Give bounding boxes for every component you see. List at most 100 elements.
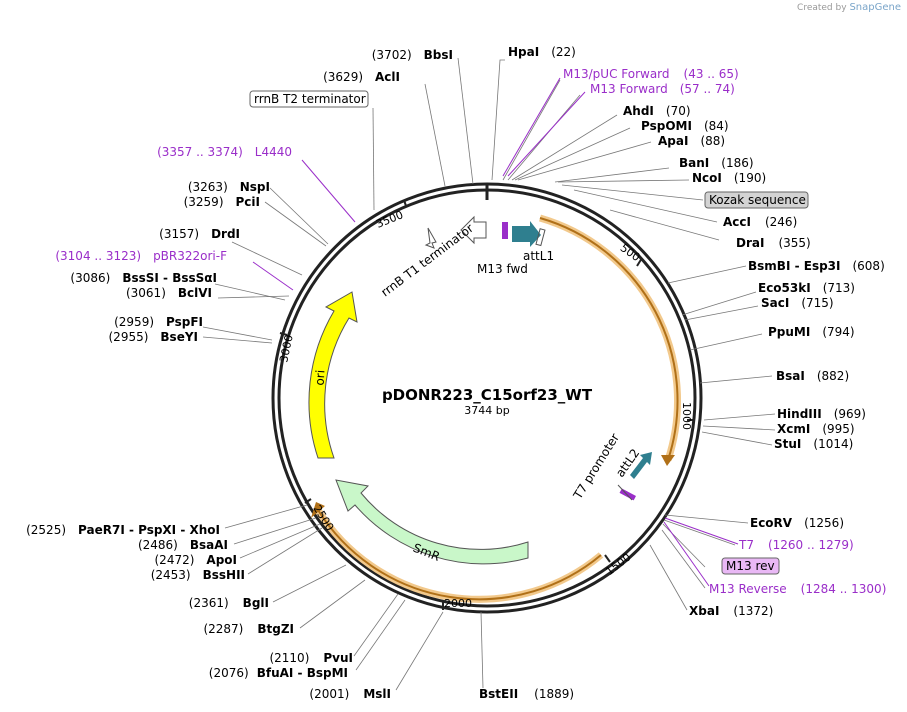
site-pos: (3702): [372, 48, 412, 62]
site-bfuai: (2076)BfuAI - BspMI: [209, 666, 348, 680]
site-pos: (995): [822, 422, 854, 436]
site-pos: (1260 .. 1279): [768, 538, 854, 552]
site-name: BfuAI - BspMI: [257, 666, 348, 680]
site-t7: T7(1260 .. 1279): [738, 538, 854, 552]
site-name: DrdI: [211, 227, 240, 241]
site-pos: (3104 .. 3123): [55, 249, 141, 263]
m13-rev-box: [721, 557, 780, 575]
site-name: BbsI: [424, 48, 453, 62]
site-pos: (3263): [188, 180, 228, 194]
site-pos: (3157): [159, 227, 199, 241]
site-pos: (2486): [138, 538, 178, 552]
site-btgzi: (2287)BtgZI: [203, 622, 294, 636]
site-name: NcoI: [692, 171, 722, 185]
site-ppumi: PpuMI(794): [768, 325, 855, 339]
tick-2500: 2500: [310, 503, 336, 534]
attl1-arrow: [512, 221, 541, 247]
site-name: MslI: [363, 687, 391, 701]
site-name: BclVI: [178, 286, 212, 300]
site-name: Eco53kI: [758, 281, 811, 295]
attl2-arrow: [630, 452, 652, 479]
site-stui: StuI (1014): [774, 437, 853, 451]
m13-fwd-marker: [502, 222, 508, 239]
rrnb-t2-box: [249, 90, 369, 108]
site-name: AclI: [375, 70, 400, 84]
site-bclvi: (3061) BclVI: [126, 286, 212, 300]
site-pos: (3629): [323, 70, 363, 84]
site-pbr322ori-f: (3104 .. 3123)pBR322ori-F: [55, 249, 227, 263]
site-pos: (2110): [269, 651, 309, 665]
site-bbsi: (3702) BbsI: [372, 48, 453, 62]
site-nspi: (3263) NspI: [188, 180, 270, 194]
site-pos: (3061): [126, 286, 166, 300]
site-name: BseYI: [160, 330, 198, 344]
site-pos: (3086): [70, 271, 110, 285]
site-ahdi: AhdI(70): [623, 104, 691, 118]
tick-1500: 1500: [603, 551, 633, 578]
site-pos: (84): [704, 119, 729, 133]
site-name: BglI: [243, 596, 269, 610]
site-pos: (1014): [813, 437, 853, 451]
site-pos: (355): [778, 236, 810, 250]
m13-fwd-label: M13 fwd: [477, 262, 528, 276]
site-name: PspOMI: [641, 119, 692, 133]
credit: Created by SnapGene: [797, 2, 901, 13]
site-pos: (882): [817, 369, 849, 383]
site-pos: (715): [801, 296, 833, 310]
site-name: SacI: [761, 296, 789, 310]
site-m13-forward: M13 Forward(57 .. 74): [590, 82, 735, 96]
tick-1000: 1000: [680, 402, 693, 430]
site-pos: (2472): [155, 553, 195, 567]
site-pos: (2361): [189, 596, 229, 610]
site-hpai: HpaI(22): [508, 45, 576, 59]
site-hindiii: HindIII(969): [777, 407, 866, 421]
site-name: PaeR7I - PspXI - XhoI: [78, 523, 220, 537]
site-name: ApaI: [658, 134, 688, 148]
site-ncoi: NcoI(190): [692, 171, 766, 185]
site-name: ApoI: [206, 553, 237, 567]
site-saci: SacI (715): [761, 296, 834, 310]
site-bani: BanI(186): [679, 156, 754, 170]
site-bsssi: (3086)BssSI - BssSαI: [70, 271, 217, 285]
site-name: M13/pUC Forward: [563, 67, 670, 81]
site-acli: (3629) AclI: [323, 70, 400, 84]
site-pos: (1372): [733, 604, 773, 618]
site-pos: (22): [551, 45, 576, 59]
site-m13-puc-forward: M13/pUC Forward (43 .. 65): [563, 67, 739, 81]
site-bseyi: (2955) BseYI: [109, 330, 199, 344]
site-pos: (88): [700, 134, 725, 148]
m13-rev-label: M13 rev: [726, 559, 775, 573]
attl2-label: attL2: [613, 446, 642, 480]
site-pos: (2525): [26, 523, 66, 537]
site-name: StuI: [774, 437, 801, 451]
site-xcmi: XcmI (995): [777, 422, 855, 436]
site-pos: (794): [822, 325, 854, 339]
site-name: XcmI: [777, 422, 810, 436]
rrnb-t1-label: rrnB T1 terminator: [378, 221, 476, 299]
credit-prefix: Created by: [797, 3, 847, 13]
site-pos: (2959): [114, 315, 154, 329]
site-name: BanI: [679, 156, 709, 170]
site-pos: (2955): [109, 330, 149, 344]
site-name: NspI: [240, 180, 270, 194]
site-pspfi: (2959)PspFI: [114, 315, 203, 329]
tick-500: 500: [618, 241, 643, 264]
site-pos: (969): [834, 407, 866, 421]
site-pspomi: PspOMI (84): [641, 119, 729, 133]
kozak-label: Kozak sequence: [709, 193, 806, 207]
site-name: BsaAI: [190, 538, 228, 552]
site-pos: (57 .. 74): [680, 82, 735, 96]
site-pos: (43 .. 65): [684, 67, 739, 81]
site-name: AccI: [723, 215, 751, 229]
plasmid-length: 3744 bp: [464, 404, 509, 417]
site-pos: (2453): [151, 568, 191, 582]
rrnb-t2-label: rrnB T2 terminator: [254, 92, 366, 106]
site-apoi: (2472) ApoI: [155, 553, 238, 567]
t7-promoter-label: T7 promoter: [570, 431, 622, 502]
site-pos: (608): [852, 259, 884, 273]
site-name: BsaI: [776, 369, 805, 383]
site-drdi: (3157) DrdI: [159, 227, 240, 241]
insert-arc-right-head: [661, 455, 675, 466]
rrnb-t2-arrow: [424, 227, 437, 249]
